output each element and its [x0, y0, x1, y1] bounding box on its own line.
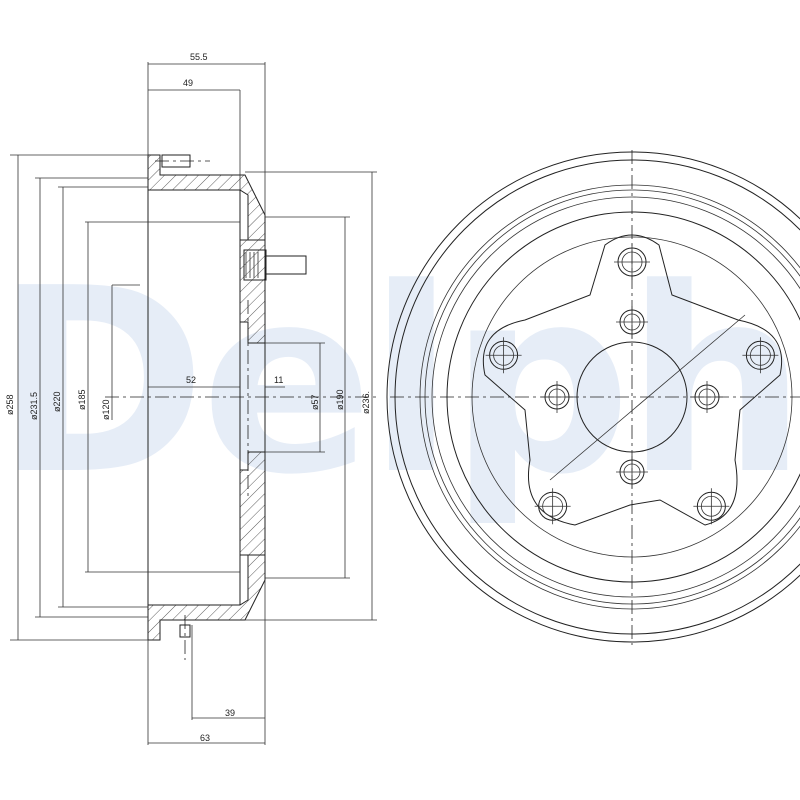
dim-dia-220: ø220	[52, 391, 62, 412]
delphi-watermark: Delphi	[0, 234, 800, 531]
front-view	[386, 150, 800, 645]
dim-39: 39	[225, 708, 235, 718]
dim-dia-190: ø190	[335, 389, 345, 410]
dim-dia-236: ø236.	[361, 391, 371, 414]
dim-dia-120: ø120	[101, 399, 111, 420]
dim-11: 11	[274, 375, 283, 385]
dim-dia-231-5: ø231.5	[29, 392, 39, 420]
dim-63: 63	[200, 733, 210, 743]
drum-wall-bottom	[147, 554, 266, 641]
dim-55-5: 55.5	[190, 52, 208, 62]
dim-dia-57: ø57	[310, 394, 320, 410]
dim-dia-185: ø185	[77, 389, 87, 410]
dim-49: 49	[183, 78, 193, 88]
section-view: 55.5 49 52 11 39 63 ø258 ø231.5 ø220 ø18…	[5, 52, 380, 745]
dim-dia-258: ø258	[5, 394, 15, 415]
drum-wall-top	[147, 154, 266, 241]
hub-flange	[482, 234, 783, 526]
bolt-holes	[485, 244, 779, 525]
dim-52: 52	[186, 375, 196, 385]
